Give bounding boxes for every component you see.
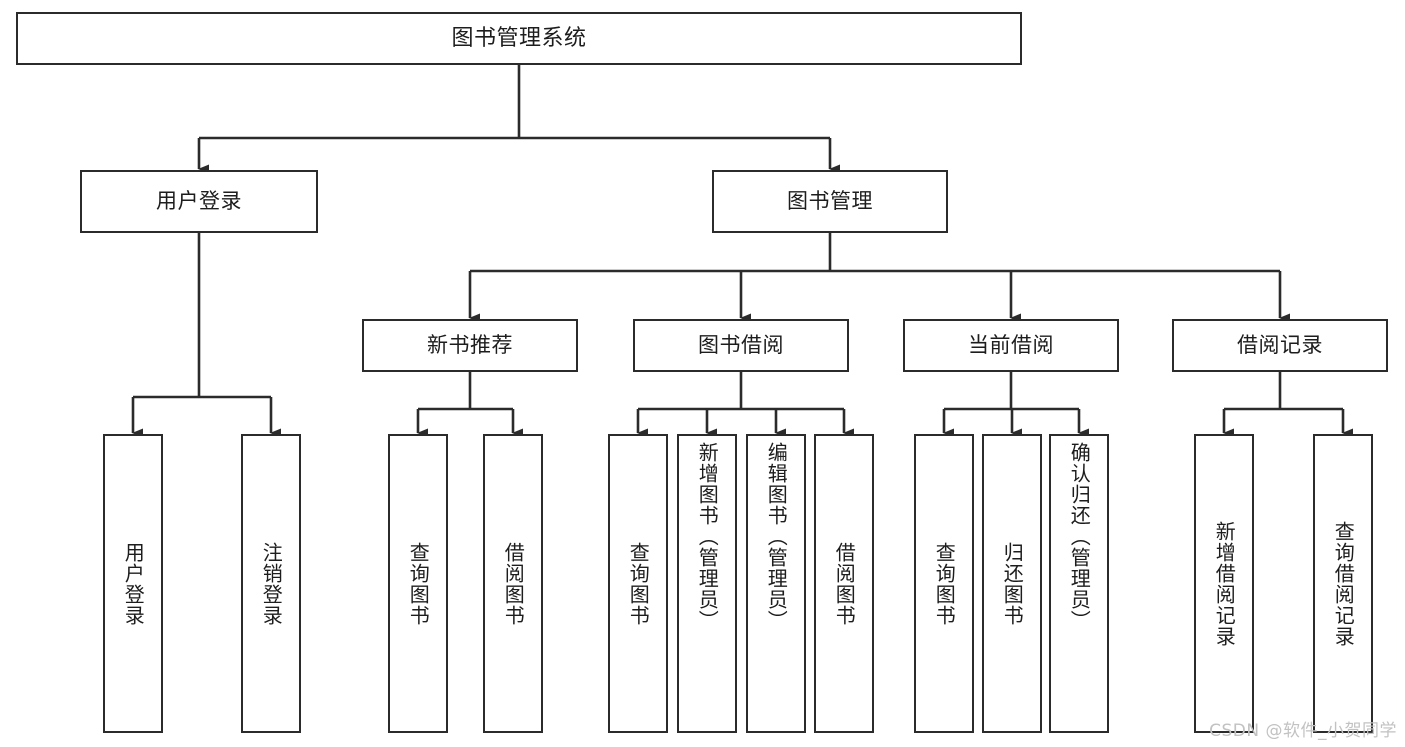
node-label: 查询图书 bbox=[406, 541, 431, 626]
leaf-borrow-books-recommend[interactable]: 借阅图书 bbox=[483, 434, 543, 733]
leaf-add-borrow-record[interactable]: 新增借阅记录 bbox=[1194, 434, 1254, 733]
node-label: 借阅记录 bbox=[1237, 333, 1323, 358]
node-borrow-record[interactable]: 借阅记录 bbox=[1172, 319, 1388, 372]
leaf-return-books[interactable]: 归还图书 bbox=[982, 434, 1042, 733]
node-label: 编辑图书（管理员） bbox=[764, 442, 789, 631]
leaf-query-borrow-record[interactable]: 查询借阅记录 bbox=[1313, 434, 1373, 733]
node-label: 注销登录 bbox=[259, 541, 284, 626]
node-label: 借阅图书 bbox=[501, 541, 526, 626]
node-current-borrow[interactable]: 当前借阅 bbox=[903, 319, 1119, 372]
leaf-confirm-return-admin[interactable]: 确认归还（管理员） bbox=[1049, 434, 1109, 733]
node-label: 图书管理 bbox=[787, 189, 873, 214]
csdn-watermark: CSDN @软件_小贺同学 bbox=[1209, 721, 1397, 741]
node-label: 图书借阅 bbox=[698, 333, 784, 358]
node-book-borrow[interactable]: 图书借阅 bbox=[633, 319, 849, 372]
node-root-system[interactable]: 图书管理系统 bbox=[16, 12, 1022, 65]
node-label: 图书管理系统 bbox=[451, 25, 587, 51]
leaf-query-books-recommend[interactable]: 查询图书 bbox=[388, 434, 448, 733]
node-user-login[interactable]: 用户登录 bbox=[80, 170, 318, 233]
leaf-borrow-books[interactable]: 借阅图书 bbox=[814, 434, 874, 733]
node-label: 当前借阅 bbox=[968, 333, 1054, 358]
node-label: 确认归还（管理员） bbox=[1067, 442, 1092, 631]
node-label: 归还图书 bbox=[1000, 541, 1025, 626]
leaf-query-books-borrow[interactable]: 查询图书 bbox=[608, 434, 668, 733]
leaf-user-login[interactable]: 用户登录 bbox=[103, 434, 163, 733]
node-label: 查询图书 bbox=[626, 541, 651, 626]
node-label: 用户登录 bbox=[156, 189, 242, 214]
node-label: 借阅图书 bbox=[832, 541, 857, 626]
leaf-query-books-current[interactable]: 查询图书 bbox=[914, 434, 974, 733]
node-new-book-recommend[interactable]: 新书推荐 bbox=[362, 319, 578, 372]
node-label: 新增图书（管理员） bbox=[695, 442, 720, 631]
leaf-edit-book-admin[interactable]: 编辑图书（管理员） bbox=[746, 434, 806, 733]
node-label: 用户登录 bbox=[121, 541, 146, 626]
node-label: 查询借阅记录 bbox=[1331, 520, 1356, 647]
node-label: 新增借阅记录 bbox=[1212, 520, 1237, 647]
leaf-logout-login[interactable]: 注销登录 bbox=[241, 434, 301, 733]
node-label: 查询图书 bbox=[932, 541, 957, 626]
node-label: 新书推荐 bbox=[427, 333, 513, 358]
leaf-add-book-admin[interactable]: 新增图书（管理员） bbox=[677, 434, 737, 733]
node-book-management[interactable]: 图书管理 bbox=[712, 170, 948, 233]
